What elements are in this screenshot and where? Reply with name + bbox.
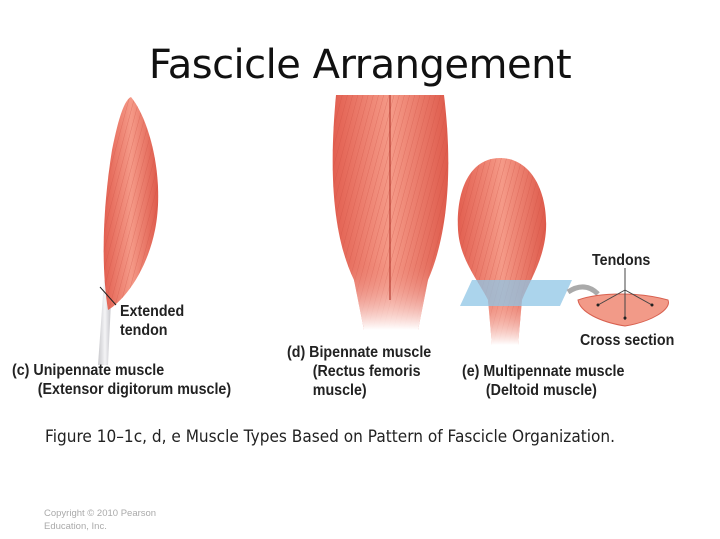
bipennate-muscle [332,95,449,330]
multipennate-muscle [457,158,600,345]
label-line: (e) Multipennate muscle [462,363,625,380]
multipennate-label: (e) Multipennate muscle (Deltoid muscle) [462,362,624,400]
slide-title: Fascicle Arrangement [148,42,572,88]
figure-caption: Figure 10–1c, d, e Muscle Types Based on… [45,427,616,446]
label-line: (Extensor digitorum muscle) [37,381,232,398]
bipennate-label: (d) Bipennate muscle (Rectus femoris mus… [287,343,431,400]
section-plane [460,280,572,306]
cross-section-label: Cross section [580,332,675,349]
copyright-notice: Copyright © 2010 Pearson Education, Inc. [44,508,157,532]
label-line: (d) Bipennate muscle [287,344,432,361]
label-line: muscle) [312,382,367,399]
unipennate-label: (c) Unipennate muscle (Extensor digitoru… [12,361,231,399]
unipennate-muscle [98,97,159,365]
label-line: tendon [120,322,168,339]
cross-section [577,268,669,327]
tendons-label: Tendons [592,252,651,269]
extended-tendon-label: Extended tendon [120,302,184,340]
arrow-icon [566,284,600,296]
label-line: (c) Unipennate muscle [12,362,165,379]
label-line: (Rectus femoris [312,363,421,380]
label-line: Extended [120,303,185,320]
label-line: (Deltoid muscle) [485,382,597,399]
